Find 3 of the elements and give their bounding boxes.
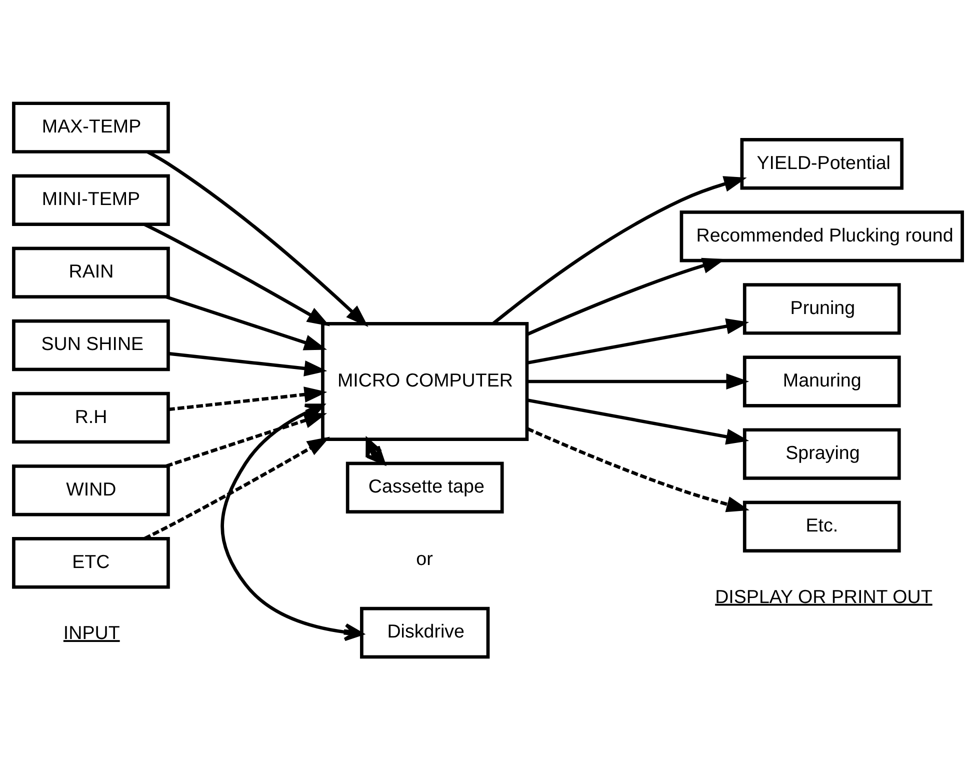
label: DISPLAY OR PRINT OUT: [715, 586, 932, 607]
label: or: [416, 548, 433, 570]
label: INPUT: [63, 622, 120, 644]
